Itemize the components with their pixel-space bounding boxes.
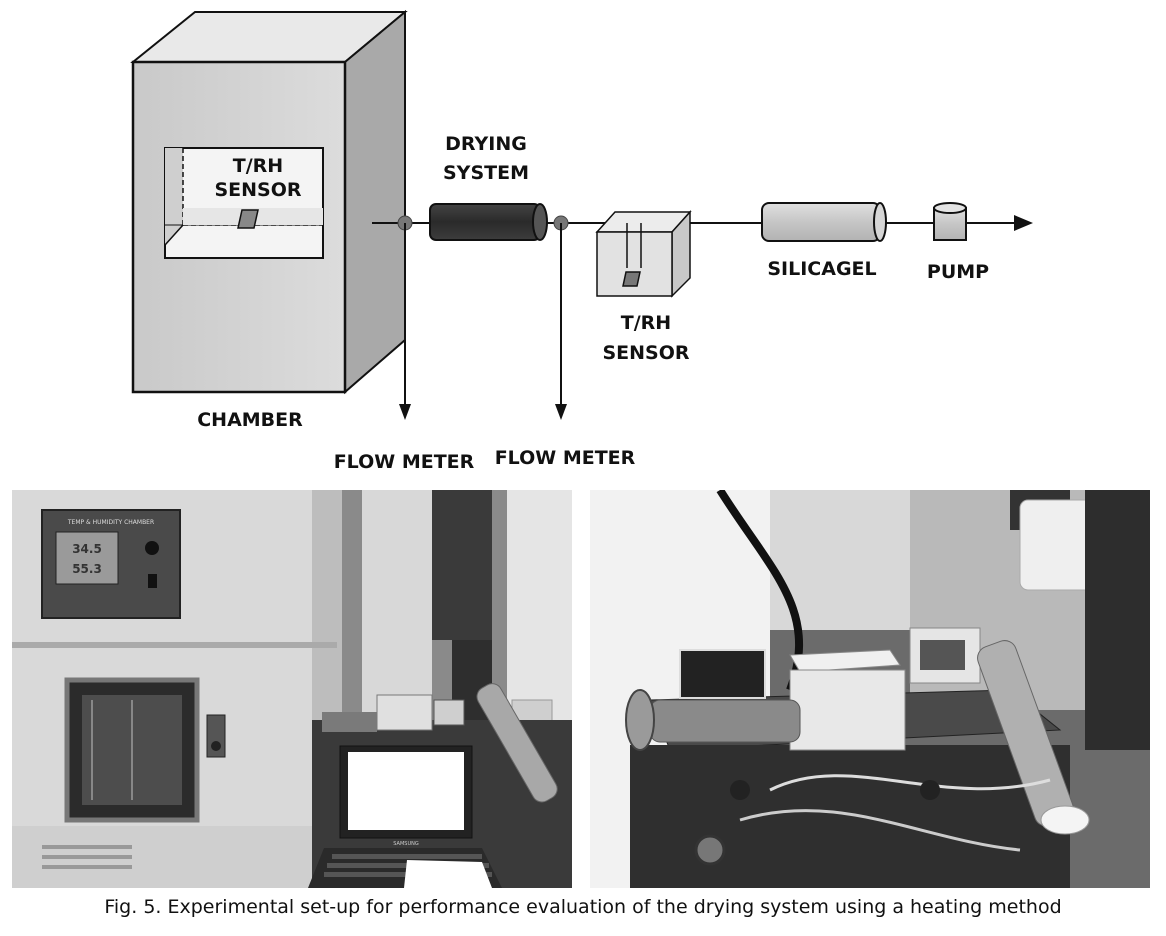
- flow-meter-1-label: FLOW METER: [334, 451, 475, 473]
- silicagel-cylinder: [761, 202, 887, 242]
- drying-system-label-1: DRYING: [445, 133, 527, 155]
- pump-icon: [933, 202, 967, 241]
- setup-photo-chamber: TEMP & HUMIDITY CHAMBER 34.5 55.3 SAMSUN…: [12, 490, 572, 888]
- setup-photo-drying-system: [590, 490, 1150, 888]
- laptop-brand: SAMSUNG: [393, 841, 419, 847]
- pump-label: PUMP: [927, 261, 989, 283]
- outlet-sensor-box: [595, 210, 692, 298]
- drying-system-label-2: SYSTEM: [443, 162, 529, 184]
- flow-meter-2-branch: [553, 215, 569, 420]
- flow-meter-1-branch: [397, 215, 413, 420]
- panel-rh-readout: 55.3: [72, 562, 102, 576]
- chamber-label: CHAMBER: [197, 409, 303, 431]
- chamber-sensor-icon: [237, 209, 259, 229]
- outlet-sensor-label-2: SENSOR: [602, 342, 689, 364]
- outflow-arrow: [1014, 215, 1033, 231]
- silicagel-label: SILICAGEL: [767, 258, 876, 280]
- panel-temp-readout: 34.5: [72, 542, 102, 556]
- panel-title: TEMP & HUMIDITY CHAMBER: [67, 519, 154, 526]
- drying-system-cylinder: [429, 203, 548, 241]
- chamber-sensor-label-2: SENSOR: [214, 179, 301, 201]
- figure-caption: Fig. 5. Experimental set-up for performa…: [104, 896, 1062, 918]
- chamber: [130, 9, 408, 395]
- outlet-sensor-label-1: T/RH: [621, 312, 671, 334]
- chamber-sensor-label-1: T/RH: [233, 155, 283, 177]
- setup-schematic: T/RH SENSOR DRYING SYSTEM T/RH SENSOR SI…: [130, 9, 1033, 473]
- flow-meter-2-label: FLOW METER: [495, 447, 636, 469]
